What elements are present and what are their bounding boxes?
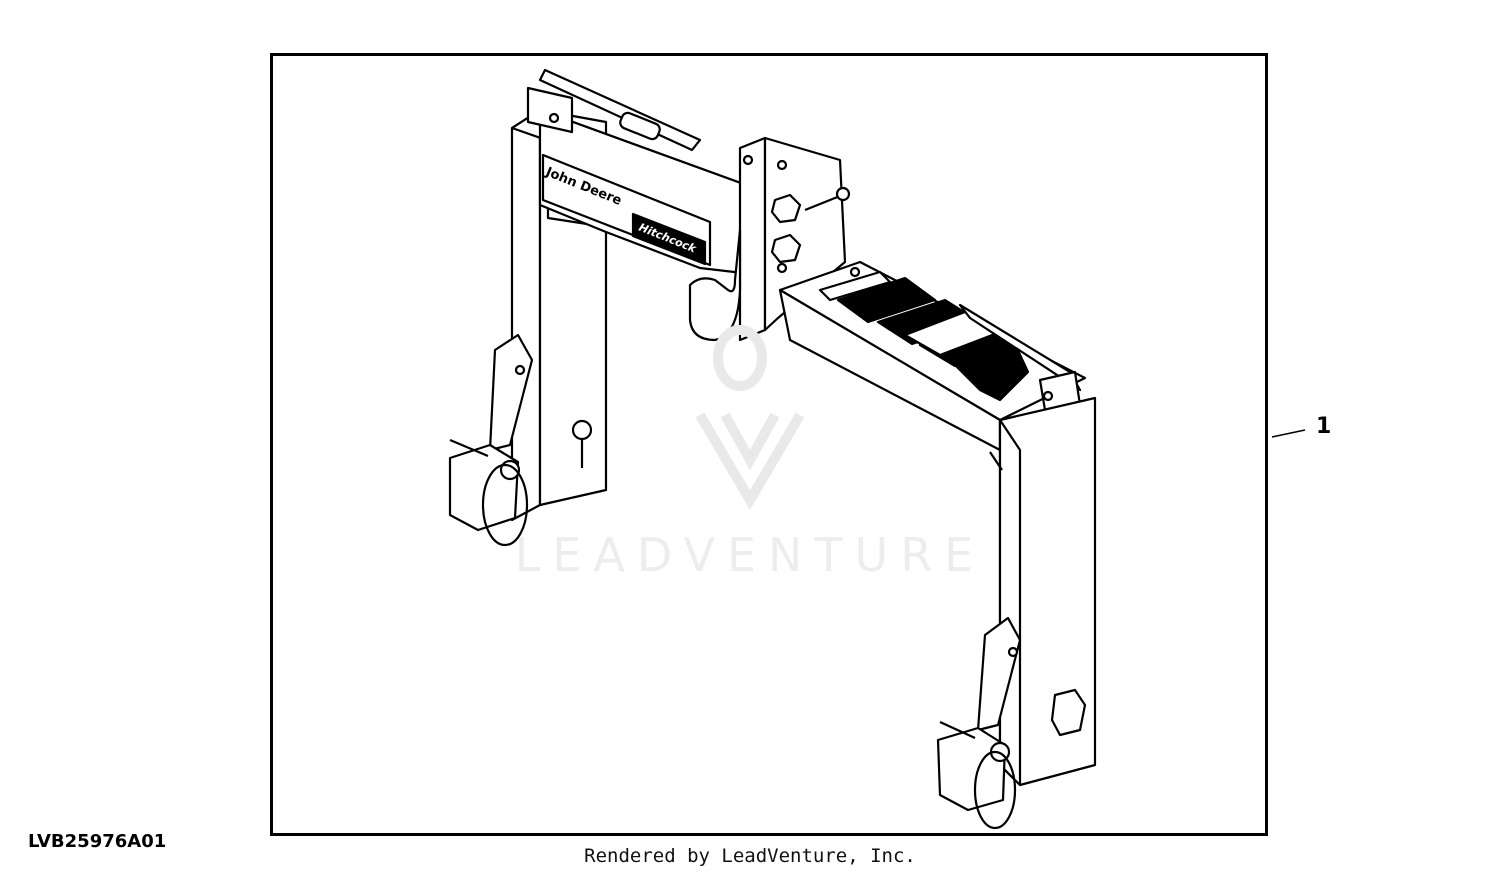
callout-leader bbox=[1271, 429, 1306, 438]
left-latch bbox=[448, 333, 593, 547]
brand-decal: John Deere Hitchcock bbox=[541, 153, 712, 267]
right-upright bbox=[989, 396, 1097, 787]
diagram-frame bbox=[270, 53, 1268, 836]
right-crossbar bbox=[778, 260, 1087, 452]
render-credit: Rendered by LeadVenture, Inc. bbox=[584, 845, 916, 867]
watermark-logo bbox=[695, 325, 805, 510]
callout-label: 1 bbox=[1316, 414, 1332, 439]
watermark-text: LEADVENTURE bbox=[514, 528, 986, 582]
right-latch bbox=[936, 616, 1022, 830]
figure-id: LVB25976A01 bbox=[28, 831, 167, 852]
